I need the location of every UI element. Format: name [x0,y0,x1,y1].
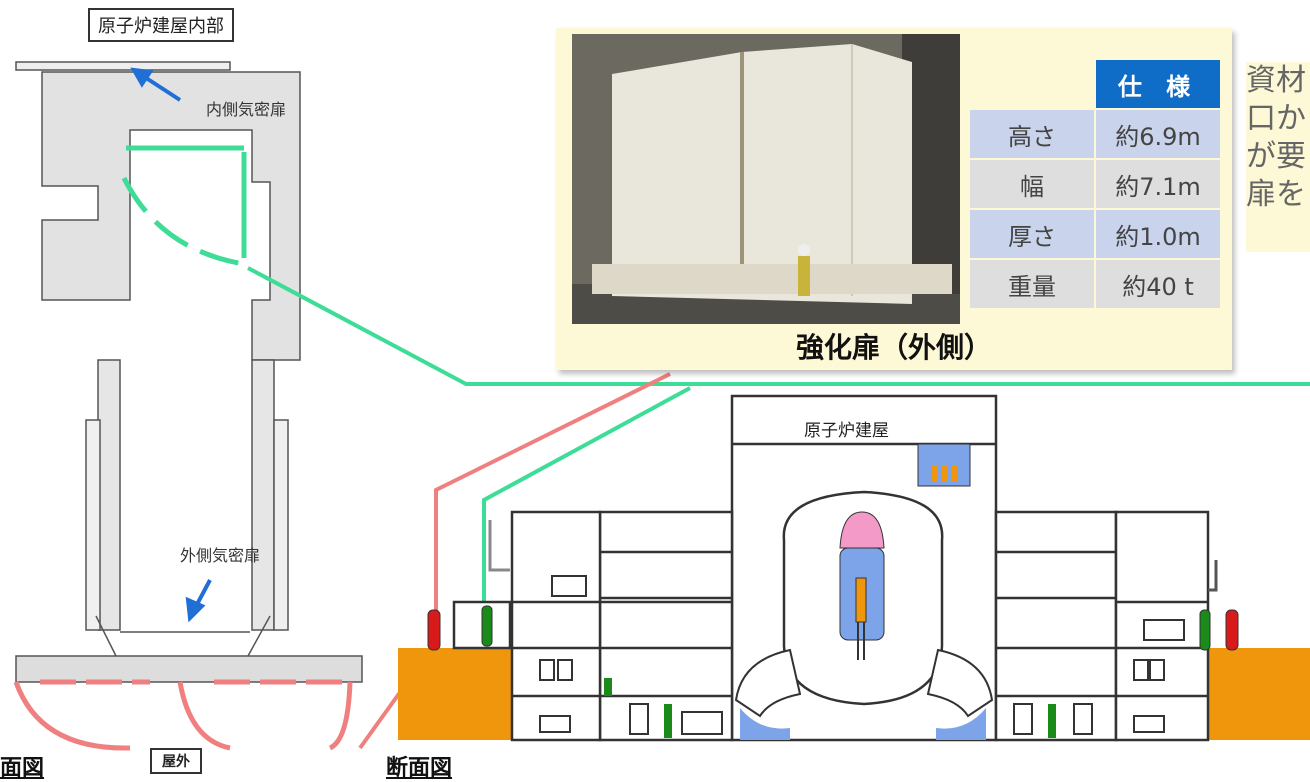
spec-name: 高さ [970,110,1094,158]
outer-airlock-door-label: 外側気密扉 [180,546,261,565]
spec-value: 約40 t [1096,260,1220,308]
plan-view-caption: 面図 [0,756,45,781]
reinforced-door-photo [572,34,960,324]
door-photo-illustration [572,34,960,324]
green-connector-line-2 [482,386,691,650]
spec-table: 仕 様 高さ 約6.9m 幅 約7.1m 厚さ 約1.0m 重量 約40 t [968,58,1222,310]
spec-value: 約1.0m [1096,210,1220,258]
spec-row-width: 幅 約7.1m [970,160,1220,208]
side-note-line: 扉を [1246,177,1306,212]
inner-airlock-door-label: 内側気密扉 [206,100,287,119]
reactor-building-interior-label: 原子炉建屋内部 [88,8,234,42]
spec-row-thickness: 厚さ 約1.0m [970,210,1220,258]
spec-panel-title: 強化扉（外側） [795,331,992,364]
plan-view-door-red [13,679,353,751]
side-note-line: 資材 [1246,63,1306,98]
spec-name: 厚さ [970,210,1094,258]
side-note-line: 口か [1246,101,1306,136]
spec-value: 約7.1m [1096,160,1220,208]
reinforced-door-spec-panel: 仕 様 高さ 約6.9m 幅 約7.1m 厚さ 約1.0m 重量 約40 t 強… [556,28,1232,370]
plan-view-door-green [121,145,247,267]
red-connector-line [434,372,671,620]
green-connector-line [247,266,1310,386]
spec-header: 仕 様 [1096,60,1220,108]
outside-label: 屋外 [150,748,202,774]
side-note-line: が要 [1246,139,1306,174]
section-view-caption: 断面図 [386,756,453,781]
section-view-drawing [398,394,1310,742]
spec-row-height: 高さ 約6.9m [970,110,1220,158]
spec-row-weight: 重量 約40 t [970,260,1220,308]
spec-value: 約6.9m [1096,110,1220,158]
spec-header-spacer [970,60,1094,108]
side-note-box: 資材 口か が要 扉を [1246,62,1310,252]
callout-arrows [130,67,212,623]
spec-name: 重量 [970,260,1094,308]
plan-view-drawing [15,61,363,683]
spec-name: 幅 [970,160,1094,208]
reactor-building-label: 原子炉建屋 [804,421,889,441]
